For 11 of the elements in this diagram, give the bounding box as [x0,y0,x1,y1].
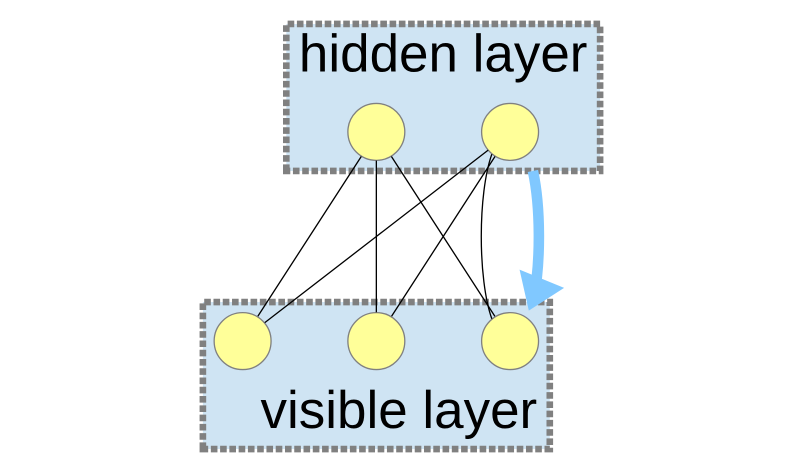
connector [375,160,376,312]
node-circle [480,102,539,162]
cluster: hidden layer [282,20,603,174]
node-circle [346,102,405,162]
node-circle [346,312,405,370]
node-circle [480,312,539,370]
connector [480,154,492,319]
node-circle [212,312,272,370]
connector [256,156,362,317]
cluster: visible layer [199,298,553,452]
connector [264,150,488,324]
